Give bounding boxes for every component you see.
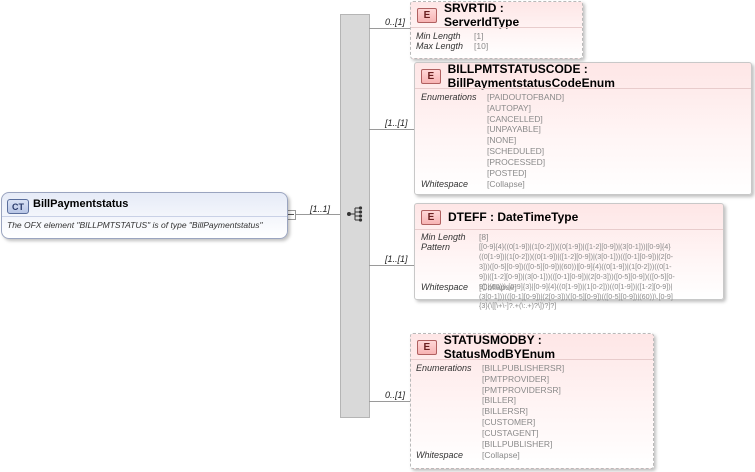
facet-label: Whitespace: [416, 450, 464, 460]
facet-label: Min Length: [416, 31, 461, 41]
complex-type-name: BillPaymentstatus: [33, 198, 129, 210]
connector-srvrtid: [369, 28, 410, 29]
element-billpmtstatuscode[interactable]: E BILLPMTSTATUSCODE : BillPaymentstatusCo…: [414, 62, 752, 195]
element-icon: E: [421, 68, 441, 84]
facet-value: [Collapse]: [487, 179, 525, 189]
element-statusmodby[interactable]: E STATUSMODBY : StatusModBYEnum Enumerati…: [410, 333, 654, 469]
facet-value: [1]: [474, 31, 484, 41]
facet-label: Min Length: [421, 232, 466, 242]
element-name: BILLPMTSTATUSCODE : BillPaymentstatusCod…: [447, 62, 615, 90]
complex-type-icon: CT: [7, 199, 29, 214]
sequence-compositor[interactable]: [340, 14, 370, 418]
connector-dteff: [369, 265, 414, 266]
root-connector: [293, 214, 341, 215]
facet-label: Whitespace: [421, 179, 469, 189]
facet-value: [8]: [479, 232, 489, 242]
facet-label: Pattern: [421, 242, 451, 252]
pattern-value: [[0-9]{4}((0[1-9])|(1[0-2]))((0[1-9])|([…: [479, 242, 675, 311]
facet-values: [PAIDOUTOFBAND] [AUTOPAY] [CANCELLED] [U…: [487, 92, 565, 178]
element-icon: E: [417, 7, 437, 23]
sequence-icon: [346, 206, 364, 222]
facet-label: Max Length: [416, 41, 464, 51]
element-icon: E: [417, 339, 437, 355]
complex-type-description: The OFX element "BILLPMTSTATUS" is of ty…: [7, 220, 263, 230]
cardinality-billpmtstatuscode: [1..[1]: [385, 118, 408, 128]
element-name: STATUSMODBY : StatusModBYEnum: [443, 333, 556, 361]
facet-label: Whitespace: [421, 282, 469, 292]
connector-statusmodby: [369, 401, 410, 402]
element-name: DTEFF : DateTimeType: [448, 210, 579, 224]
facet-value: [Collapse]: [479, 282, 517, 292]
cardinality-statusmodby: 0..[1]: [385, 390, 406, 400]
facet-label: Enumerations: [421, 92, 477, 102]
facet-label: Enumerations: [416, 363, 472, 373]
element-srvrtid[interactable]: E SRVRTID : ServerIdType Min Length [1] M…: [410, 1, 583, 59]
element-dteff[interactable]: E DTEFF : DateTimeType Min Length [8] Pat…: [414, 203, 724, 310]
element-name: SRVRTID : ServerIdType: [443, 1, 520, 29]
facet-values: [BILLPUBLISHERSR] [PMTPROVIDER] [PMTPROV…: [482, 363, 565, 449]
root-cardinality: [1..1]: [310, 204, 331, 214]
element-icon: E: [421, 209, 441, 225]
cardinality-dteff: [1..[1]: [385, 254, 408, 264]
cardinality-srvrtid: 0..[1]: [385, 17, 406, 27]
facet-value: [Collapse]: [482, 450, 520, 460]
facet-value: [10]: [474, 41, 489, 51]
connector-billpmtstatuscode: [369, 129, 414, 130]
complex-type-box[interactable]: CT BillPaymentstatus The OFX element "BI…: [1, 192, 288, 239]
